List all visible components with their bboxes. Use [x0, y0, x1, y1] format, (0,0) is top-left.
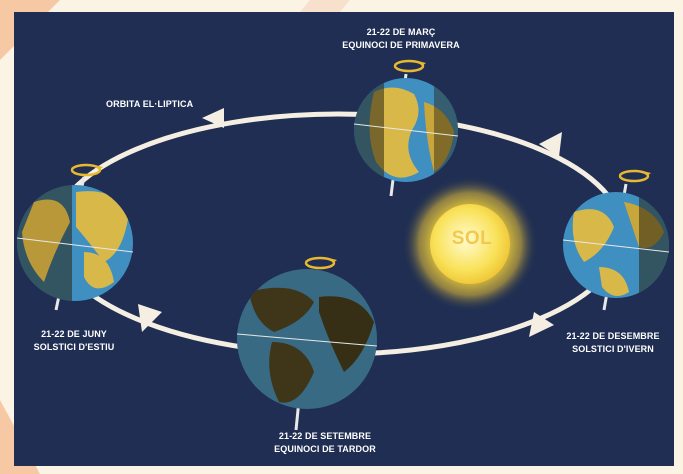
orbit-label: ORBITA EL·LIPTICA: [106, 99, 194, 109]
june-label: 21-22 DE JUNY SOLSTICI D'ESTIU: [14, 328, 134, 354]
sun-label: SOL: [451, 228, 493, 249]
orbit-scene: [16, 59, 670, 431]
earth-march-globe: [353, 59, 459, 197]
march-event-name: EQUINOCI DE PRIMAVERA: [342, 40, 460, 50]
orbit-arrow-left-bottom: [138, 304, 162, 332]
sun-icon: [430, 204, 510, 284]
orbit-arrow-right-bottom: [529, 312, 554, 337]
earth-september-globe: [236, 256, 378, 431]
december-date: 21-22 DE DESEMBRE: [566, 331, 660, 341]
september-event-name: EQUINOCI DE TARDOR: [274, 444, 376, 454]
orbit-arrow-right-top: [539, 132, 562, 157]
earth-june-globe: [16, 163, 134, 311]
june-event-name: SOLSTICI D'ESTIU: [33, 342, 115, 352]
march-date: 21-22 DE MARÇ: [366, 27, 436, 37]
march-label: 21-22 DE MARÇ EQUINOCI DE PRIMAVERA: [326, 26, 476, 52]
earth-december-globe: [562, 169, 670, 311]
september-label: 21-22 DE SETEMBRE EQUINOCI DE TARDOR: [260, 430, 390, 456]
december-label: 21-22 DE DESEMBRE SOLSTICI D'IVERN: [554, 330, 672, 356]
june-date: 21-22 DE JUNY: [41, 329, 107, 339]
december-event-name: SOLSTICI D'IVERN: [572, 344, 654, 354]
orbit-arrow-top: [202, 108, 224, 128]
september-date: 21-22 DE SETEMBRE: [278, 431, 372, 441]
diagram-panel: ORBITA EL·LIPTICA 21-22 DE MARÇ EQUINOCI…: [14, 12, 674, 466]
